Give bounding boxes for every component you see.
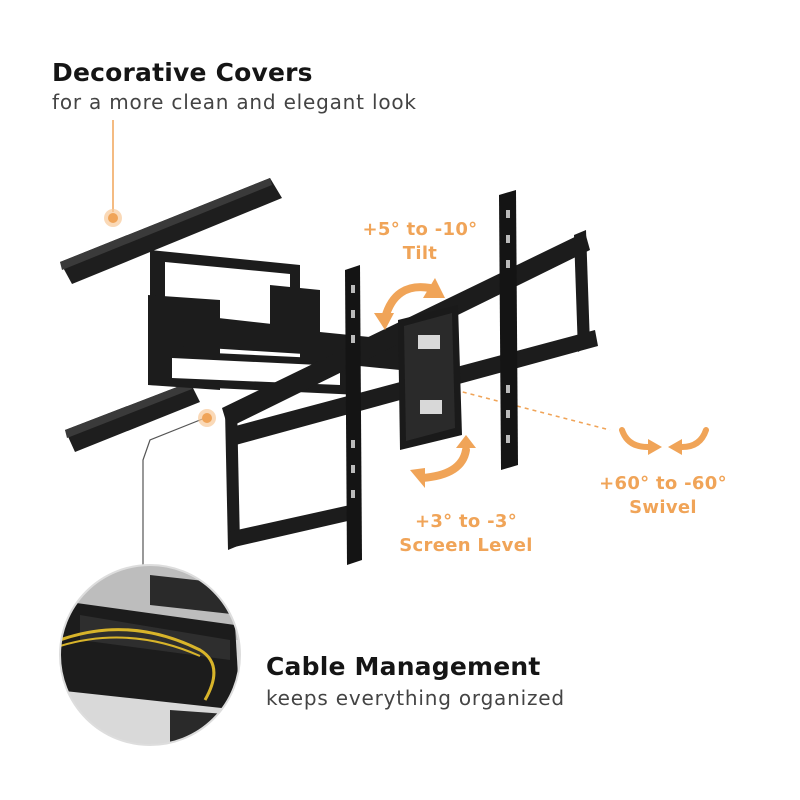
- tilt-callout: +5° to -10° Tilt: [345, 218, 495, 266]
- rotate-arrows-icon: [619, 427, 709, 455]
- cable-management-subtitle: keeps everything organized: [266, 686, 565, 710]
- level-range: +3° to -3°: [414, 511, 518, 532]
- decorative-leader: [104, 120, 122, 227]
- screen-level-callout: +3° to -3° Screen Level: [382, 510, 550, 558]
- swivel-callout: +60° to -60° Swivel: [578, 472, 748, 520]
- cable-management-inset: [60, 565, 240, 745]
- wall-plate-upper: [60, 178, 282, 284]
- inset-border: [59, 564, 241, 746]
- rotate-arrows-icon: [374, 278, 445, 330]
- tilt-plate: [398, 305, 462, 450]
- swivel-leader: [454, 389, 611, 431]
- cable-management-title: Cable Management: [266, 652, 541, 681]
- cable-leader: [142, 409, 216, 575]
- level-label: Screen Level: [399, 535, 533, 556]
- decorative-covers-title: Decorative Covers: [52, 58, 313, 87]
- tilt-range: +5° to -10°: [362, 219, 478, 240]
- articulating-arms: [148, 250, 400, 395]
- decorative-covers-subtitle: for a more clean and elegant look: [52, 90, 417, 114]
- rotate-arrows-icon: [410, 435, 476, 488]
- wall-plate-lower: [65, 382, 200, 452]
- tilt-label: Tilt: [402, 243, 438, 264]
- swivel-range: +60° to -60°: [599, 473, 727, 494]
- swivel-label: Swivel: [629, 497, 697, 518]
